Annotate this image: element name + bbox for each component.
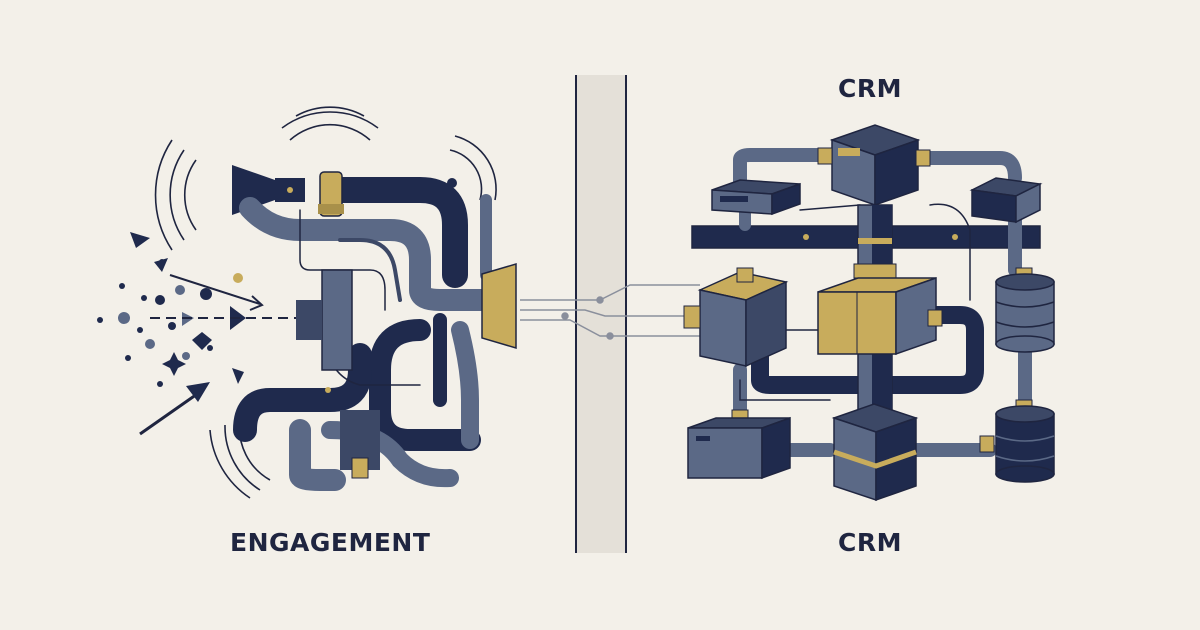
crm-bottom-left-box bbox=[687, 416, 791, 480]
connection-wires bbox=[520, 284, 700, 340]
center-divider bbox=[575, 75, 627, 553]
signal-waves-icon bbox=[154, 106, 497, 499]
gold-coupler bbox=[318, 171, 369, 479]
engagement-label: ENGAGEMENT bbox=[230, 528, 431, 557]
crm-right-cube bbox=[969, 177, 1043, 224]
engagement-particles bbox=[97, 178, 457, 387]
crm-top-pipes bbox=[733, 148, 1032, 457]
crm-top-label: CRM bbox=[838, 74, 902, 103]
crm-left-cube bbox=[683, 267, 789, 368]
arrow-icon bbox=[139, 274, 320, 436]
crm-bottom-label: CRM bbox=[838, 528, 902, 557]
engagement-pipes bbox=[233, 177, 506, 491]
database-cylinder-icon bbox=[995, 273, 1055, 483]
crm-core-box bbox=[817, 276, 943, 356]
output-funnel bbox=[481, 262, 517, 350]
crm-bottom-stack bbox=[831, 403, 919, 502]
splitter-junction bbox=[296, 269, 380, 470]
crm-small-server bbox=[711, 179, 801, 216]
